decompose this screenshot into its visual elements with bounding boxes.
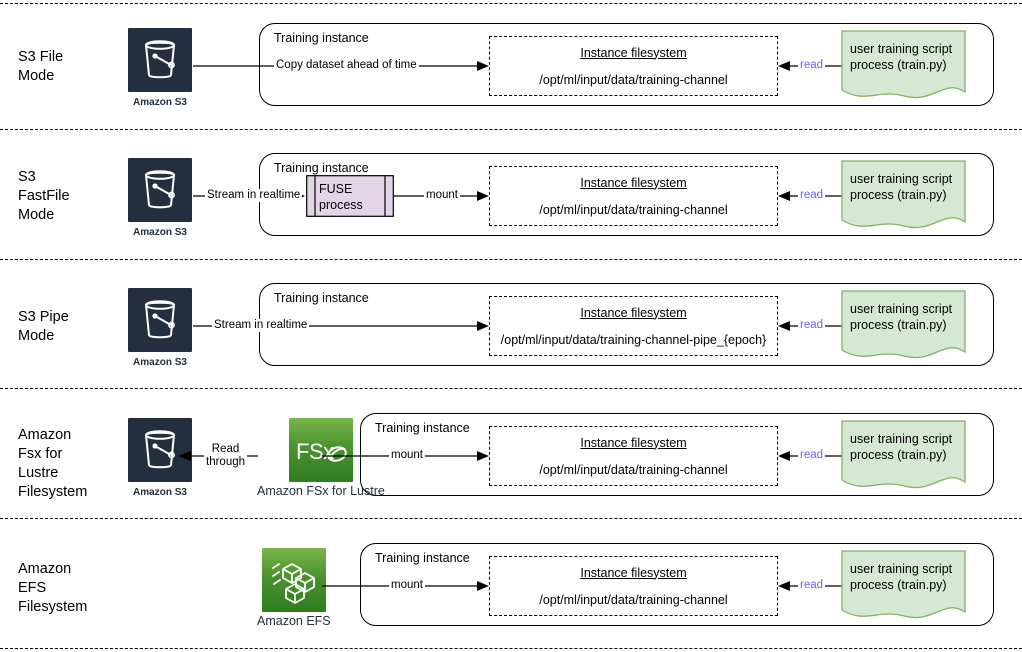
- filesystem-title: Instance filesystem: [580, 565, 687, 580]
- filesystem-title: Instance filesystem: [580, 305, 687, 320]
- row-separator: [0, 648, 1022, 649]
- source-caption: Amazon S3: [133, 357, 187, 368]
- source-amazon-s3: Amazon S3: [128, 288, 192, 370]
- fuse-process-label: FUSE process: [319, 182, 363, 212]
- row-separator: [0, 3, 1022, 4]
- s3-bucket-icon: [128, 158, 192, 222]
- row-separator: [0, 388, 1022, 389]
- edge-label-read: read: [798, 319, 826, 332]
- edge-label-read: read: [798, 579, 826, 592]
- source-caption: Amazon FSx for Lustre: [257, 484, 385, 498]
- fsx-icon: FSx: [288, 418, 353, 482]
- instance-filesystem-box: Instance filesystem /opt/ml/input/data/t…: [489, 296, 778, 356]
- row-label-s3-fastfile-mode: S3 FastFile Mode: [18, 169, 70, 223]
- s3-bucket-icon: [128, 418, 192, 482]
- instance-filesystem-box: Instance filesystem /opt/ml/input/data/t…: [489, 556, 778, 616]
- source-caption: Amazon S3: [133, 227, 187, 238]
- script-label: user training script process (train.py): [850, 42, 953, 72]
- row-label-fsx-lustre: Amazon Fsx for Lustre Filesystem: [18, 427, 88, 500]
- row-label-efs: Amazon EFS Filesystem: [18, 561, 88, 615]
- user-training-script-doc: user training script process (train.py): [841, 420, 966, 492]
- row-separator: [0, 129, 1022, 130]
- training-instance-title: Training instance: [274, 161, 369, 175]
- user-training-script-doc: user training script process (train.py): [841, 160, 966, 232]
- training-instance-title: Training instance: [274, 291, 369, 305]
- edge-label-read: read: [798, 189, 826, 202]
- training-instance-title: Training instance: [274, 31, 369, 45]
- source-amazon-efs: Amazon EFS: [257, 548, 331, 630]
- filesystem-path: /opt/ml/input/data/training-channel: [539, 592, 728, 607]
- source-amazon-s3: Amazon S3: [128, 28, 192, 110]
- source-caption: Amazon EFS: [257, 614, 331, 628]
- row-separator: [0, 518, 1022, 519]
- training-instance-box: Training instance: [360, 543, 994, 626]
- filesystem-title: Instance filesystem: [580, 45, 687, 60]
- edge-label-stream-realtime: Stream in realtime: [212, 319, 310, 332]
- filesystem-path: /opt/ml/input/data/training-channel: [539, 202, 728, 217]
- filesystem-path: /opt/ml/input/data/training-channel-pipe…: [500, 332, 767, 347]
- source-amazon-s3: Amazon S3: [128, 418, 192, 500]
- user-training-script-doc: user training script process (train.py): [841, 30, 966, 102]
- source-amazon-s3: Amazon S3: [128, 158, 192, 240]
- instance-filesystem-box: Instance filesystem /opt/ml/input/data/t…: [489, 36, 778, 96]
- user-training-script-doc: user training script process (train.py): [841, 290, 966, 362]
- edge-label-mount: mount: [389, 449, 425, 462]
- filesystem-title: Instance filesystem: [580, 175, 687, 190]
- source-caption: Amazon S3: [133, 97, 187, 108]
- edge-label-read: read: [798, 449, 826, 462]
- training-instance-box: Training instance: [360, 413, 994, 496]
- row-label-s3-file-mode: S3 File Mode: [18, 49, 64, 84]
- script-label: user training script process (train.py): [850, 562, 953, 592]
- user-training-script-doc: user training script process (train.py): [841, 550, 966, 622]
- fuse-process-box: FUSE process: [306, 175, 394, 217]
- source-caption: Amazon S3: [133, 487, 187, 498]
- edge-label-mount: mount: [424, 189, 460, 202]
- script-label: user training script process (train.py): [850, 432, 953, 462]
- edge-label-mount: mount: [389, 579, 425, 592]
- instance-filesystem-box: Instance filesystem /opt/ml/input/data/t…: [489, 426, 778, 486]
- s3-bucket-icon: [128, 28, 192, 92]
- training-instance-title: Training instance: [375, 421, 470, 435]
- training-instance-box: Training instance: [259, 23, 994, 106]
- row-label-s3-pipe-mode: S3 Pipe Mode: [18, 309, 69, 344]
- instance-filesystem-box: Instance filesystem /opt/ml/input/data/t…: [489, 166, 778, 226]
- edge-label-stream-realtime: Stream in realtime: [205, 189, 303, 202]
- row-separator: [0, 259, 1022, 260]
- filesystem-path: /opt/ml/input/data/training-channel: [539, 72, 728, 87]
- script-label: user training script process (train.py): [850, 172, 953, 202]
- efs-icon: [261, 548, 326, 612]
- filesystem-title: Instance filesystem: [580, 435, 687, 450]
- edge-label-read: read: [798, 59, 826, 72]
- source-amazon-fsx-lustre: FSx Amazon FSx for Lustre: [257, 418, 385, 500]
- svg-text:FSx: FSx: [296, 439, 334, 464]
- filesystem-path: /opt/ml/input/data/training-channel: [539, 462, 728, 477]
- edge-label-read-through: Read through: [204, 443, 248, 469]
- training-instance-title: Training instance: [375, 551, 470, 565]
- s3-bucket-icon: [128, 288, 192, 352]
- edge-label-copy-dataset: Copy dataset ahead of time: [274, 59, 419, 72]
- script-label: user training script process (train.py): [850, 302, 953, 332]
